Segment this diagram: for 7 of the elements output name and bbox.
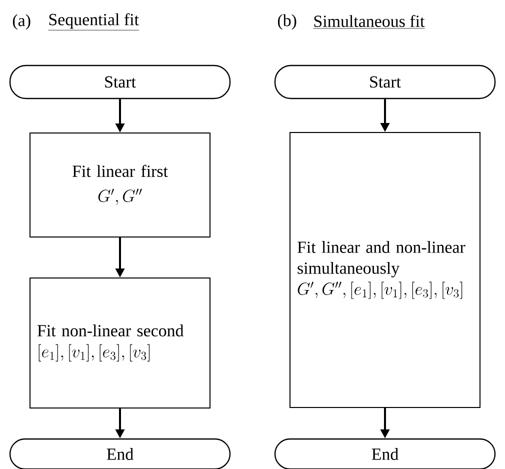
panel-title: Sequential fit xyxy=(48,13,140,30)
process-box: Fit linear first $G',G''$ xyxy=(30,132,210,238)
process-box: Fit linear and non-linear simultaneously $G',G'',[e_1],[v_1],[e_3],[v_3]$ xyxy=(290,132,480,408)
panel-letter: (b) xyxy=(278,14,296,30)
process-box: Fit non-linear second $[e_1],[v_1],[e_3],[v_3]$ xyxy=(30,277,210,408)
panel-letter: (a) xyxy=(12,14,30,30)
panel-title: Simultaneous fit xyxy=(313,14,425,29)
